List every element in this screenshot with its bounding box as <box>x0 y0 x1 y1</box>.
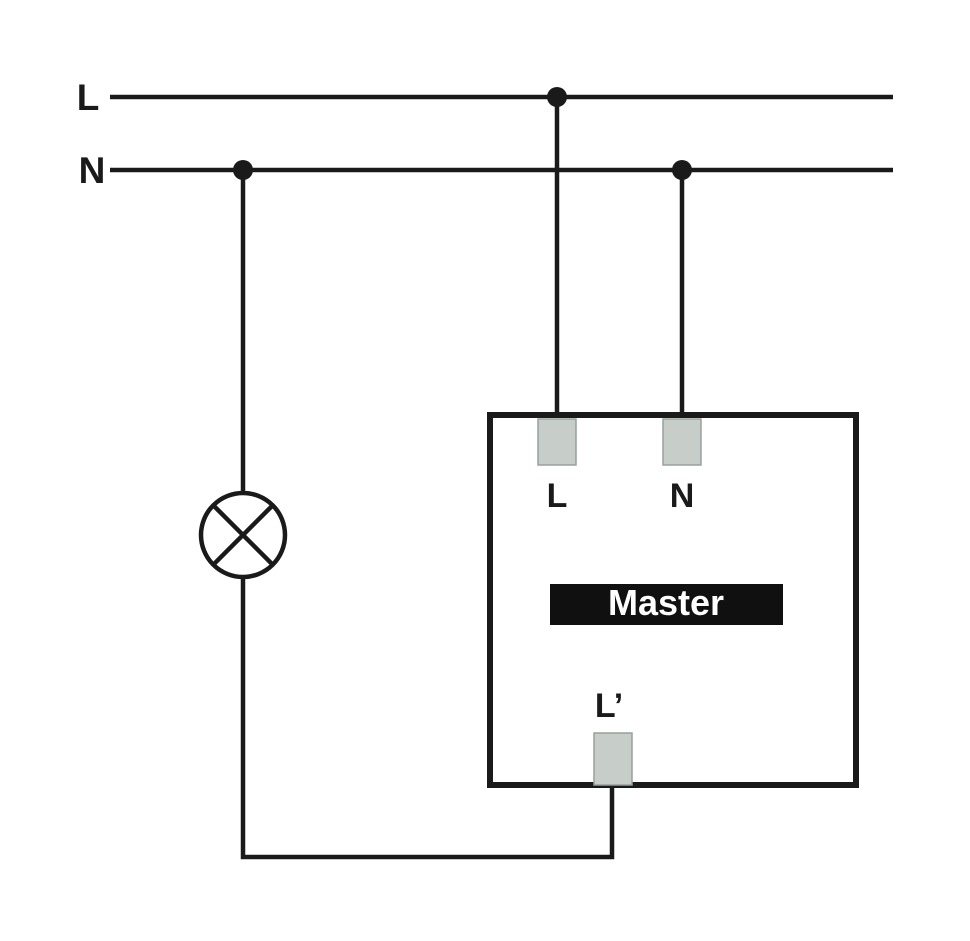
lamp-circle <box>198 490 288 580</box>
terminal-label-l: L <box>547 477 568 515</box>
terminal-l <box>537 418 577 466</box>
junction-dot-n-device <box>672 160 692 180</box>
master-label: Master <box>608 582 724 623</box>
terminal-l-out <box>593 732 633 786</box>
junction-dot-n-lamp <box>233 160 253 180</box>
master-label-bar <box>550 584 783 625</box>
terminal-label-l-out: L’ <box>595 687 623 725</box>
lamp-icon <box>198 490 288 580</box>
lamp-cross-line-2 <box>211 503 275 567</box>
supply-label-l: L <box>77 77 100 118</box>
junction-dot-l <box>547 87 567 107</box>
supply-label-n: N <box>79 150 106 191</box>
wire-lamp-to-lprime <box>240 577 615 860</box>
terminal-n <box>662 418 702 466</box>
terminal-label-n: N <box>670 477 695 515</box>
